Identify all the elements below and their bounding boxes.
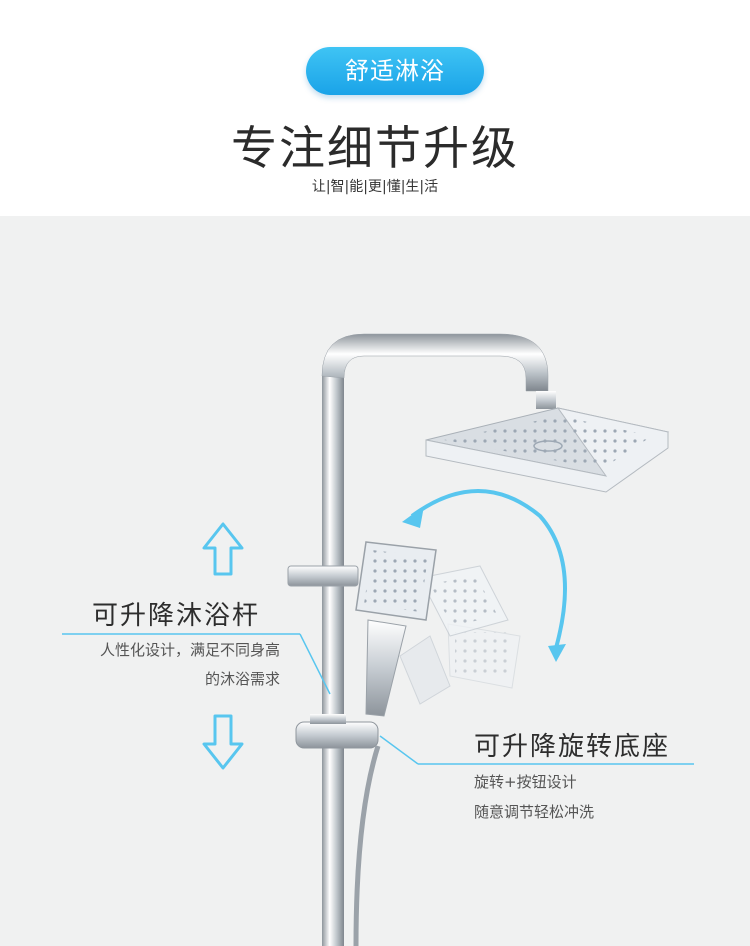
hand-shower [355,541,437,717]
riser-pipe [321,333,556,946]
feature-desc-left-2: 的沐浴需求 [204,670,280,688]
subtitle: 让|智|能|更|懂|生|活 [311,179,439,195]
callout-line-right [379,735,694,765]
header: 舒适淋浴 专注细节升级 让|智|能|更|懂|生|活 [0,0,750,216]
arrow-up-icon [202,522,244,576]
hand-shower-mid [399,565,509,705]
shower-illustration [62,333,694,946]
feature-desc-right-1: 旋转+按钮设计 [474,773,577,791]
overhead-shower-head [425,407,670,493]
badge-label: 舒适淋浴 [306,47,484,95]
callout-line-left [62,633,331,695]
page-title: 专注细节升级 [231,121,519,175]
arrow-down-icon [202,714,244,770]
feature-title-right: 可升降旋转底座 [474,732,671,762]
product-scene: 可升降沐浴杆 人性化设计，满足不同身高 的沐浴需求 可升降旋转底座 旋转+按钮设… [0,216,750,946]
rotate-arrow-icon [402,489,567,662]
feature-desc-right-2: 随意调节轻松冲洗 [474,803,595,821]
feature-title-left: 可升降沐浴杆 [92,601,261,631]
lift-base [295,714,379,749]
hose [353,745,381,946]
slide-bracket [287,565,359,587]
feature-desc-left-1: 人性化设计，满足不同身高 [99,641,280,659]
hand-shower-ghost [447,623,521,689]
